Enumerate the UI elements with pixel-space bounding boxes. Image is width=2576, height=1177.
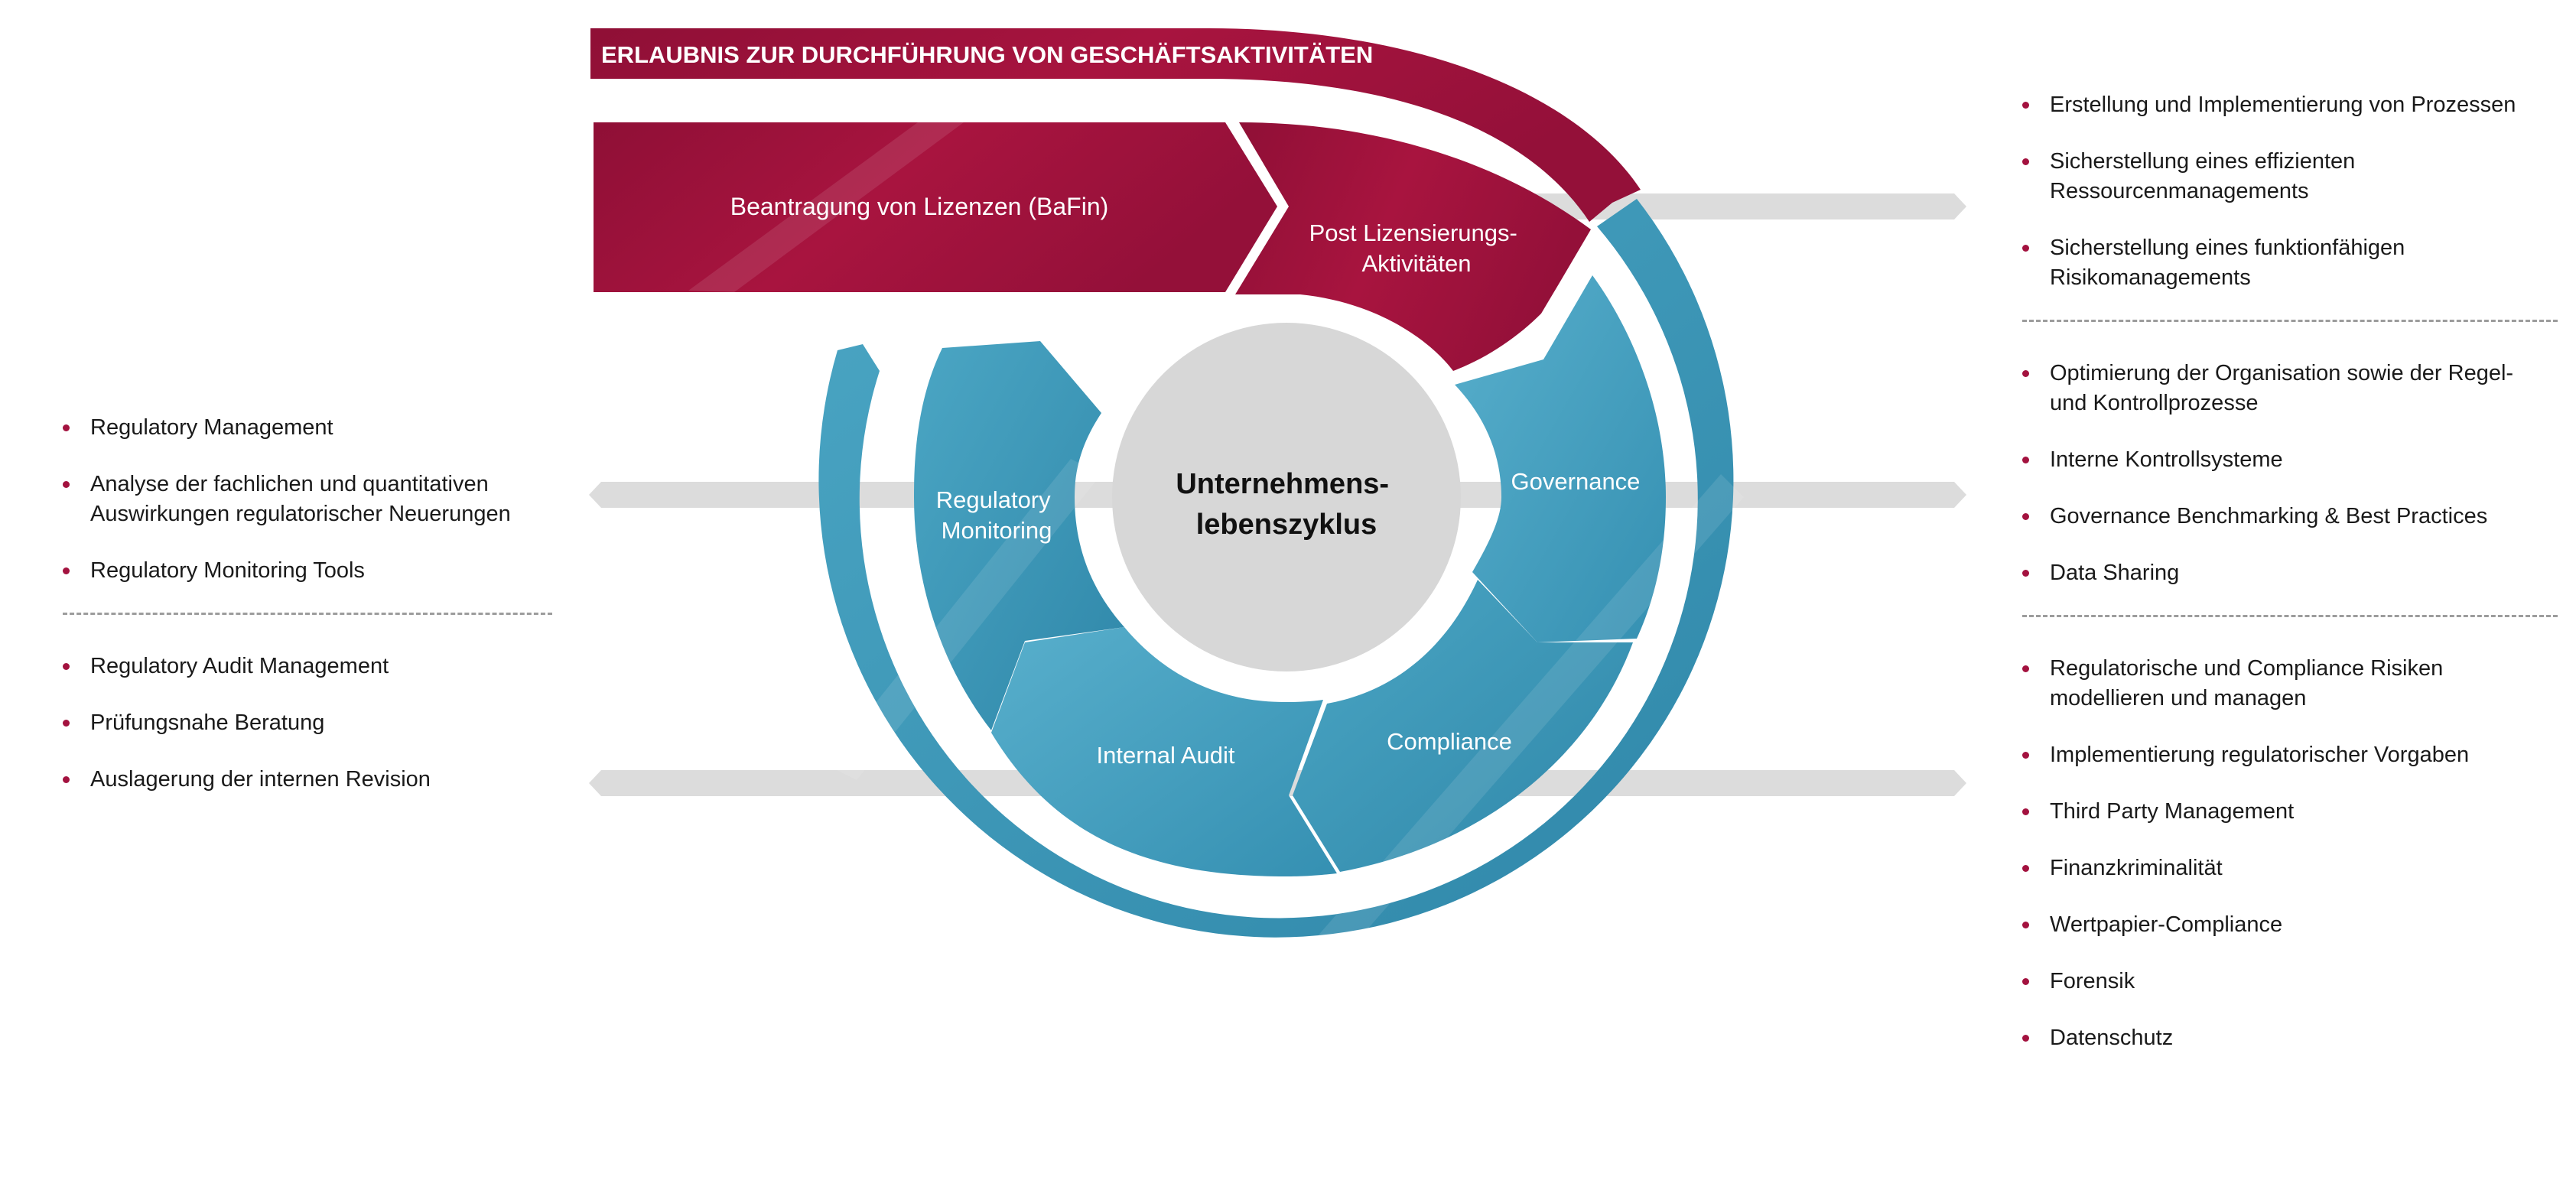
bullet-dot-icon [63,424,70,431]
list-item-text: Finanzkriminalität [2050,856,2223,880]
list-item: Third Party Management [2022,797,2558,827]
regulatory-monitoring-label: Regulatory Monitoring [936,486,1058,544]
bullet-dot-icon [2022,370,2029,377]
bullet-dot-icon [2022,513,2029,520]
bullet-dot-icon [2022,752,2029,759]
list-item: Prüfungsnahe Beratung [63,708,552,738]
bullet-dot-icon [2022,570,2029,577]
list-item-text: Auswirkungen regulatorischer Neuerungen [90,502,511,526]
right-service-list: Erstellung und Implementierung von Proze… [2022,90,2558,1080]
list-item-text: Analyse der fachlichen und quantitativen [90,472,489,496]
list-item-text: Regulatory Monitoring Tools [90,558,365,583]
bullet-dot-icon [63,720,70,727]
list-item: Datenschutz [2022,1023,2558,1053]
list-item: Auslagerung der internen Revision [63,765,552,795]
licensing-arrow-label: Beantragung von Lizenzen (BaFin) [730,193,1109,220]
bullet-dot-icon [2022,808,2029,815]
list-item-text: Data Sharing [2050,561,2180,585]
bullet-dot-icon [2022,158,2029,165]
bullet-dot-icon [63,481,70,488]
list-item-text: Forensik [2050,969,2135,993]
dashed-separator [2022,615,2558,617]
bullet-dot-icon [2022,457,2029,463]
center-label: Unternehmens- lebenszyklus [1176,468,1397,541]
list-item-text: Erstellung und Implementierung von Proze… [2050,93,2516,117]
list-item-text: Regulatory Audit Management [90,654,389,678]
list-item-text: Ressourcenmanagements [2050,179,2309,203]
list-item: Erstellung und Implementierung von Proze… [2022,90,2558,120]
list-item: Regulatory Management [63,413,552,443]
bullet-dot-icon [2022,1035,2029,1042]
bullet-dot-icon [2022,665,2029,672]
post-licensing-label: Post Lizensierungs- Aktivitäten [1309,219,1524,277]
list-item: Regulatorische und Compliance Risiken mod… [2022,654,2558,714]
permission-banner [590,28,1641,222]
list-item-text: Regulatorische und Compliance Risiken [2050,656,2444,681]
banner-title: ERLAUBNIS ZUR DURCHFÜHRUNG VON GESCHÄFTS… [601,41,1373,68]
bullet-dot-icon [63,567,70,574]
list-item-text: Regulatory Management [90,415,333,440]
list-item-text: Implementierung regulatorischer Vorgaben [2050,743,2470,767]
compliance-segment [1293,580,1633,872]
list-item-text: Optimierung der Organisation sowie der R… [2050,361,2514,385]
list-item: Wertpapier-Compliance [2022,910,2558,940]
post-licensing-segment [1235,122,1591,371]
list-item-text: Risikomanagements [2050,265,2251,290]
list-item-text: Third Party Management [2050,799,2295,824]
list-item: Forensik [2022,967,2558,997]
dashed-separator [2022,320,2558,322]
internal-audit-label: Internal Audit [1097,742,1235,769]
governance-segment [1455,275,1666,642]
compliance-label: Compliance [1387,728,1512,755]
service-group: Erstellung und Implementierung von Proze… [2022,90,2558,293]
internal-audit-segment [991,627,1337,876]
light-streaks [688,122,1744,971]
list-item-text: Prüfungsnahe Beratung [90,710,325,735]
bullet-dot-icon [2022,978,2029,985]
list-item: Analyse der fachlichen und quantitativen… [63,470,552,529]
bullet-dot-icon [2022,245,2029,252]
governance-label: Governance [1511,468,1641,495]
list-item-text: Wertpapier-Compliance [2050,912,2283,937]
bullet-dot-icon [63,663,70,670]
center-circle [1112,323,1461,671]
service-group: Optimierung der Organisation sowie der R… [2022,359,2558,588]
bullet-dot-icon [2022,922,2029,928]
list-item-text: Sicherstellung eines funktionfähigen [2050,236,2405,260]
outer-teal-ring [818,199,1734,938]
list-item: Regulatory Monitoring Tools [63,556,552,586]
list-item: Optimierung der Organisation sowie der R… [2022,359,2558,418]
list-item: Interne Kontrollsysteme [2022,445,2558,475]
list-item-text: Sicherstellung eines effizienten [2050,149,2356,174]
bullet-dot-icon [2022,865,2029,872]
bullet-dot-icon [63,776,70,783]
dashed-separator [63,613,552,615]
list-item: Implementierung regulatorischer Vorgaben [2022,740,2558,770]
list-item-text: Auslagerung der internen Revision [90,767,431,792]
licensing-arrow [594,122,1277,292]
list-item: Regulatory Audit Management [63,652,552,681]
list-item-text: Interne Kontrollsysteme [2050,447,2283,472]
list-item-text: Datenschutz [2050,1026,2174,1050]
bullet-dot-icon [2022,102,2029,109]
service-group: Regulatorische und Compliance Risiken mod… [2022,654,2558,1053]
list-item: Finanzkriminalität [2022,853,2558,883]
list-item-text: und Kontrollprozesse [2050,391,2259,415]
list-item-text: Governance Benchmarking & Best Practices [2050,504,2488,528]
regulatory-monitoring-segment [914,341,1124,730]
list-item: Governance Benchmarking & Best Practices [2022,502,2558,532]
list-item-text: modellieren und managen [2050,686,2307,710]
list-item: Data Sharing [2022,558,2558,588]
